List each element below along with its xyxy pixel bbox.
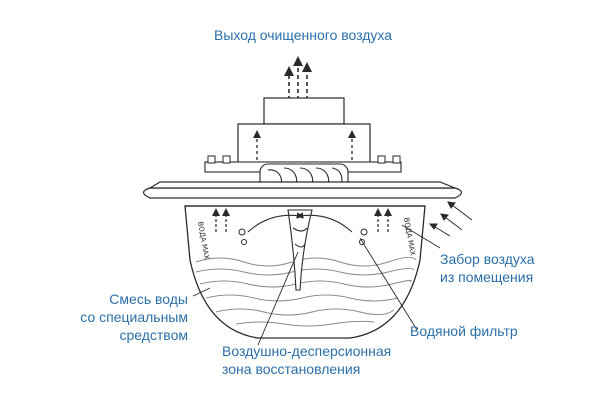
bolts <box>207 155 401 164</box>
mixture-label-line-2: со специальным <box>80 309 188 325</box>
dispersion-zone-label-line-2: зона восстановления <box>222 361 361 377</box>
intake-label-line-1: Забор воздуха <box>440 251 535 267</box>
motor-housing <box>263 97 345 125</box>
dispersion-zone-label: Воздушно-десперсионная зона восстановлен… <box>222 342 391 378</box>
outlet-label: Выход очищенного воздуха <box>214 27 393 43</box>
bowl-airflow-icon <box>247 212 353 233</box>
liquid-surface <box>195 256 417 327</box>
outlet-arrows-icon <box>284 56 312 100</box>
water-filter-label: Водяной фильтр <box>410 323 518 339</box>
water-bowl <box>184 205 426 339</box>
dispersion-zone-label-line-1: Воздушно-десперсионная <box>222 343 392 359</box>
intake-arrows-icon <box>428 201 473 237</box>
dashed-up-arrow-icon <box>212 208 392 232</box>
internal-airflow-icon <box>253 130 356 160</box>
lid <box>142 187 463 199</box>
intake-label-line-2: из помещения <box>440 269 534 285</box>
mixture-label-line-3: средством <box>119 327 188 343</box>
bubble-icon <box>238 228 368 245</box>
mixture-label: Смесь воды со специальным средством <box>64 290 188 344</box>
intake-label: Забор воздуха из помещения <box>440 250 535 286</box>
mixture-label-line-1: Смесь воды <box>109 291 188 307</box>
dispersion-tube <box>287 209 313 291</box>
leader-lines <box>192 224 441 346</box>
